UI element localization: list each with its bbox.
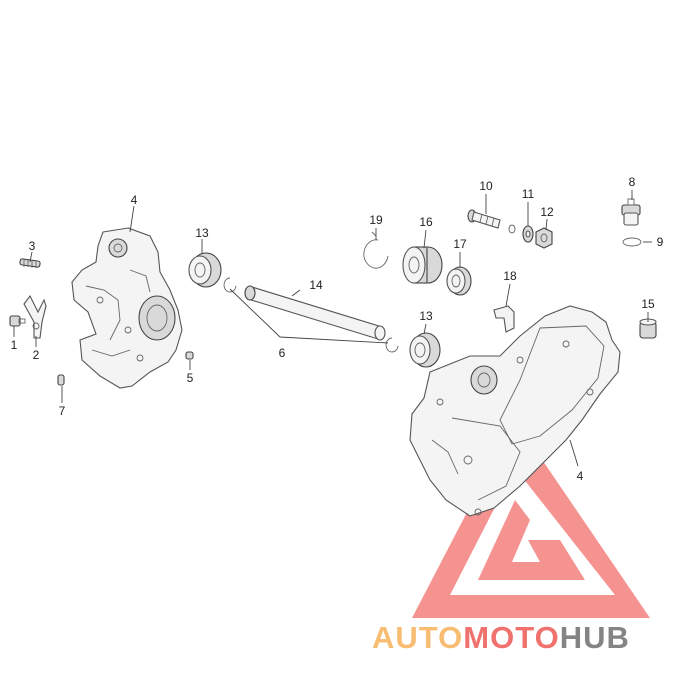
callout-labels: 4 3 1 2 7 5 13 14 6 19 16 17 10 11 12 8 … (11, 175, 664, 483)
callout-5: 5 (187, 371, 194, 385)
callout-18: 18 (503, 269, 517, 283)
leader-lines (13, 190, 652, 467)
callout-8: 8 (629, 175, 636, 189)
part-13-bearing-lower (409, 332, 441, 368)
part-13-bearing-upper (188, 252, 222, 288)
svg-text:AUTOMOTOHUB: AUTOMOTOHUB (372, 620, 630, 655)
callout-13-upper: 13 (195, 226, 209, 240)
part-6-circlip-right (385, 337, 399, 353)
part-11-washer (522, 225, 534, 243)
watermark-logo-text: AUTOMOTOHUB (372, 620, 630, 655)
callout-17: 17 (453, 237, 467, 251)
callout-10: 10 (479, 179, 493, 193)
part-1-bolt (9, 315, 26, 327)
left-crankcase-half (71, 227, 183, 389)
part-12-nut (535, 227, 553, 249)
part-7-pin (57, 374, 65, 386)
callout-6: 6 (279, 346, 286, 360)
callout-3: 3 (29, 239, 36, 253)
callout-7: 7 (59, 404, 66, 418)
callout-16: 16 (419, 215, 433, 229)
part-17-oil-seal (446, 266, 472, 296)
watermark-logo-triangle (412, 420, 650, 618)
part-5-dowel (185, 351, 194, 360)
part-6-circlip-left (223, 277, 237, 293)
part-14-shaft (244, 285, 386, 341)
callout-4-right: 4 (577, 469, 584, 483)
callout-2: 2 (33, 348, 40, 362)
callout-19: 19 (369, 213, 383, 227)
part-8-switch (621, 198, 641, 226)
part-19-snap-ring (363, 231, 389, 269)
callout-14: 14 (309, 278, 323, 292)
part-10-spacer-ring (508, 224, 516, 234)
watermark-hub: HUB (560, 620, 630, 655)
part-2-shift-fork (23, 294, 47, 339)
callout-15: 15 (641, 297, 655, 311)
callout-1: 1 (11, 338, 18, 352)
callout-4-left: 4 (131, 193, 138, 207)
callout-12: 12 (540, 205, 554, 219)
watermark-moto: MOTO (463, 620, 559, 655)
callout-11: 11 (522, 187, 535, 201)
part-9-o-ring (622, 237, 642, 247)
callout-9: 9 (657, 235, 664, 249)
callout-13-lower: 13 (419, 309, 433, 323)
watermark-auto: AUTO (372, 620, 463, 655)
part-16-bearing (402, 246, 443, 284)
part-10-bolt (467, 209, 501, 229)
part-18-elbow-fitting (493, 305, 515, 333)
right-crankcase-half (409, 305, 621, 517)
